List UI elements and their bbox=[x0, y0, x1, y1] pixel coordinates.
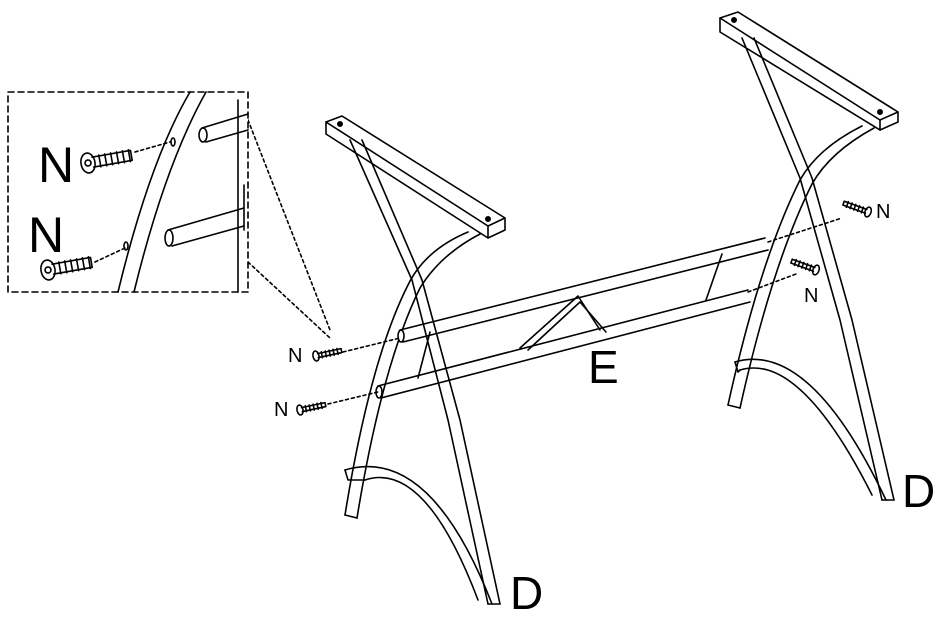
label-n-right-bottom: N bbox=[804, 285, 819, 307]
inset-label-n-bottom: N bbox=[28, 207, 65, 263]
label-n-left-top: N bbox=[288, 345, 303, 367]
label-n-right-top: N bbox=[876, 201, 891, 223]
inset-screw-icon bbox=[40, 255, 93, 281]
label-right-side-d: D bbox=[902, 465, 936, 517]
crossbar bbox=[375, 237, 769, 399]
label-left-side-d: D bbox=[510, 567, 544, 619]
inset-label-n-top: N bbox=[38, 137, 75, 193]
screw-icons bbox=[296, 200, 873, 416]
right-frame-side bbox=[719, 11, 899, 501]
inset-screw-icon bbox=[80, 148, 133, 174]
detail-inset bbox=[7, 91, 249, 293]
left-frame-side bbox=[325, 115, 506, 605]
screw-leaders bbox=[247, 119, 843, 405]
label-crossbar-e: E bbox=[588, 341, 619, 393]
label-n-left-bottom: N bbox=[274, 399, 289, 421]
